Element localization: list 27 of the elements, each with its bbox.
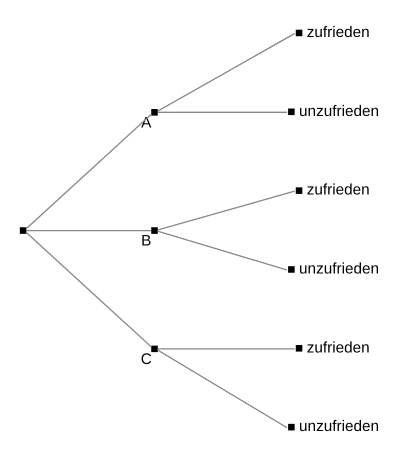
connector	[157, 190, 295, 231]
node-label: unzufrieden	[299, 418, 380, 436]
node-label: zufrieden	[306, 182, 370, 199]
node-label: unzufrieden	[299, 102, 380, 120]
node-box	[296, 187, 302, 194]
connector	[157, 349, 288, 428]
connector	[158, 348, 295, 350]
connector	[26, 232, 152, 348]
node-box	[296, 30, 302, 36]
node-label: C	[140, 350, 152, 368]
node-box	[20, 227, 26, 234]
connector	[157, 112, 287, 113]
node-box	[151, 227, 158, 234]
node-box	[288, 424, 295, 430]
connector	[26, 230, 152, 232]
node-box	[296, 345, 302, 352]
connector	[157, 230, 288, 271]
node-box	[151, 109, 158, 116]
node-label: zufrieden	[306, 24, 370, 42]
node-box	[151, 346, 158, 352]
node-box	[288, 108, 295, 116]
node-label: B	[141, 232, 152, 250]
node-label: unzufrieden	[299, 260, 380, 278]
node-box	[288, 266, 295, 273]
node-label: zufrieden	[306, 339, 370, 356]
connector	[26, 114, 152, 230]
connector	[157, 32, 295, 112]
